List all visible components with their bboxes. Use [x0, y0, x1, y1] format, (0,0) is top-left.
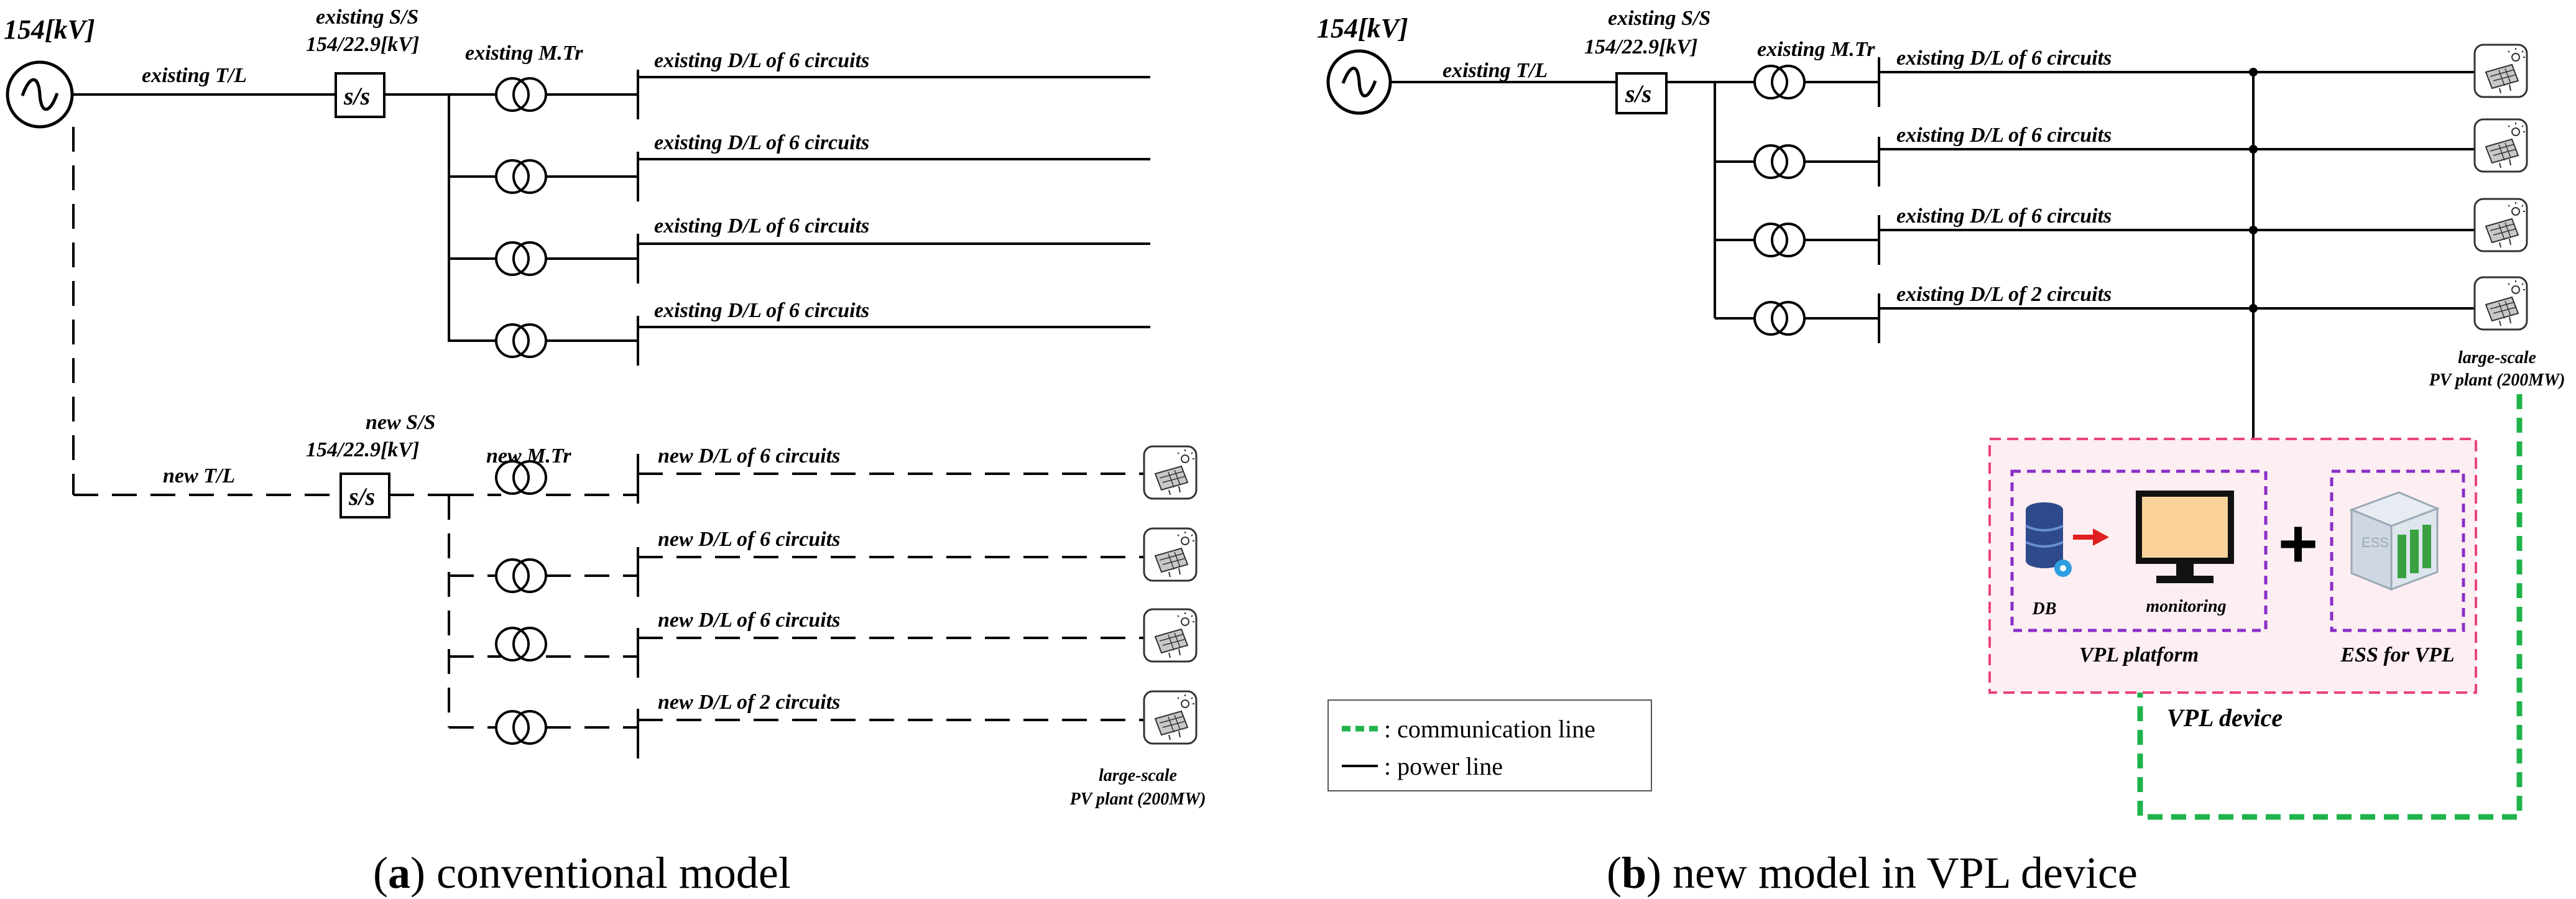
source-voltage-label-b: 154[kV]	[1317, 13, 1408, 44]
new-dl-label-3: new D/L of 6 circuits	[658, 609, 840, 632]
new-ss-label: new S/S	[366, 411, 435, 434]
existing-ss-label-b: existing S/S	[1608, 7, 1710, 30]
legend-box	[1327, 699, 1652, 791]
existing-ss-box-label: s/s	[343, 82, 370, 110]
existing-transformer-4	[449, 323, 638, 358]
new-substation-box	[339, 473, 390, 519]
existing-transformer-3	[449, 241, 638, 276]
pv-panel-icon	[1143, 690, 1198, 745]
database-icon	[2025, 502, 2072, 577]
monitor-icon	[2136, 491, 2234, 583]
ess-for-vpl-label: ESS for VPL	[2340, 643, 2454, 666]
existing-dl-label-4: existing D/L of 6 circuits	[654, 299, 869, 322]
new-mtr-label: new M.Tr	[486, 445, 571, 468]
existing-ss-box-label-b: s/s	[1625, 80, 1651, 108]
caption-b: (b) new model in VPL device	[1607, 848, 2138, 898]
new-transformer-3	[449, 627, 638, 662]
data-flow-arrow-icon	[2073, 528, 2109, 546]
existing-dl-label-1: existing D/L of 6 circuits	[654, 49, 869, 72]
ess-box	[2330, 469, 2465, 632]
existing-transformer-1	[449, 77, 638, 112]
new-transformer-4	[449, 710, 638, 745]
panel-a: 154[kV] existing T/L existing S/S 154/22…	[4, 6, 1206, 898]
pv-plant-label-2: PV plant (200MW)	[1069, 790, 1206, 809]
existing-transformer-2	[449, 159, 638, 194]
existing-dl-label-b3: existing D/L of 6 circuits	[1896, 205, 2112, 228]
svg-text:ESS: ESS	[2361, 535, 2389, 550]
db-label: DB	[2032, 599, 2057, 619]
existing-transformer-b2	[1715, 144, 1879, 179]
existing-dl-label-b2: existing D/L of 6 circuits	[1896, 124, 2112, 147]
existing-mtr-label-b: existing M.Tr	[1757, 38, 1875, 61]
pv-plant-label-b1: large-scale	[2458, 348, 2536, 367]
existing-transformer-b4	[1715, 301, 1879, 336]
existing-ss-voltage-b: 154/22.9[kV]	[1584, 35, 1697, 58]
caption-a: (a) conventional model	[373, 848, 791, 898]
existing-substation-box	[335, 72, 385, 118]
pv-panel-icon	[1143, 445, 1198, 500]
legend-power-label: : power line	[1384, 752, 1503, 780]
panel-b: 154[kV] existing T/L existing S/S 154/22…	[1317, 7, 2565, 898]
existing-ss-label: existing S/S	[316, 6, 418, 29]
pv-plant-label-b2: PV plant (200MW)	[2429, 371, 2565, 390]
existing-transformer-b1	[1715, 65, 1879, 99]
monitoring-label: monitoring	[2146, 597, 2226, 616]
new-dl-label-2: new D/L of 6 circuits	[658, 528, 840, 551]
pv-panel-icon	[2473, 198, 2528, 252]
existing-substation-box-b	[1615, 72, 1668, 114]
existing-dl-label-b4: existing D/L of 2 circuits	[1896, 283, 2112, 306]
existing-tl-label: existing T/L	[142, 64, 247, 87]
new-transformer-1	[449, 460, 638, 496]
existing-dl-label-2: existing D/L of 6 circuits	[654, 131, 869, 154]
ac-source-icon	[1326, 49, 1392, 115]
pv-panel-icon	[1143, 527, 1198, 582]
plus-sign: +	[2278, 505, 2318, 582]
new-dl-label-4: new D/L of 2 circuits	[658, 691, 840, 714]
new-dl-label-1: new D/L of 6 circuits	[658, 445, 840, 468]
communication-line	[2137, 394, 2523, 820]
vpl-device-label: VPL device	[2167, 704, 2283, 732]
vpl-platform-box	[2010, 469, 2268, 632]
new-transformer-2	[449, 558, 638, 593]
pv-panel-icon	[2473, 44, 2528, 98]
existing-dl-label-3: existing D/L of 6 circuits	[654, 214, 869, 237]
pv-panel-icon	[1143, 608, 1198, 663]
existing-ss-voltage: 154/22.9[kV]	[306, 33, 419, 56]
pv-panel-icon	[2473, 276, 2528, 331]
pv-plant-label-1: large-scale	[1099, 766, 1177, 785]
legend-comm-label: : communication line	[1384, 715, 1595, 743]
new-ss-voltage: 154/22.9[kV]	[306, 438, 419, 461]
new-tl-label: new T/L	[163, 464, 235, 487]
existing-transformer-b3	[1715, 223, 1879, 257]
source-voltage-label: 154[kV]	[4, 14, 95, 45]
ac-source-icon	[6, 60, 74, 129]
new-ss-box-label: s/s	[348, 482, 375, 510]
ess-battery-icon: ESS	[2348, 491, 2440, 591]
existing-dl-label-b1: existing D/L of 6 circuits	[1896, 47, 2112, 70]
vpl-platform-label: VPL platform	[2079, 643, 2199, 666]
existing-mtr-label: existing M.Tr	[465, 42, 583, 65]
pv-panel-icon	[2473, 118, 2528, 173]
existing-tl-label-b: existing T/L	[1443, 59, 1548, 82]
